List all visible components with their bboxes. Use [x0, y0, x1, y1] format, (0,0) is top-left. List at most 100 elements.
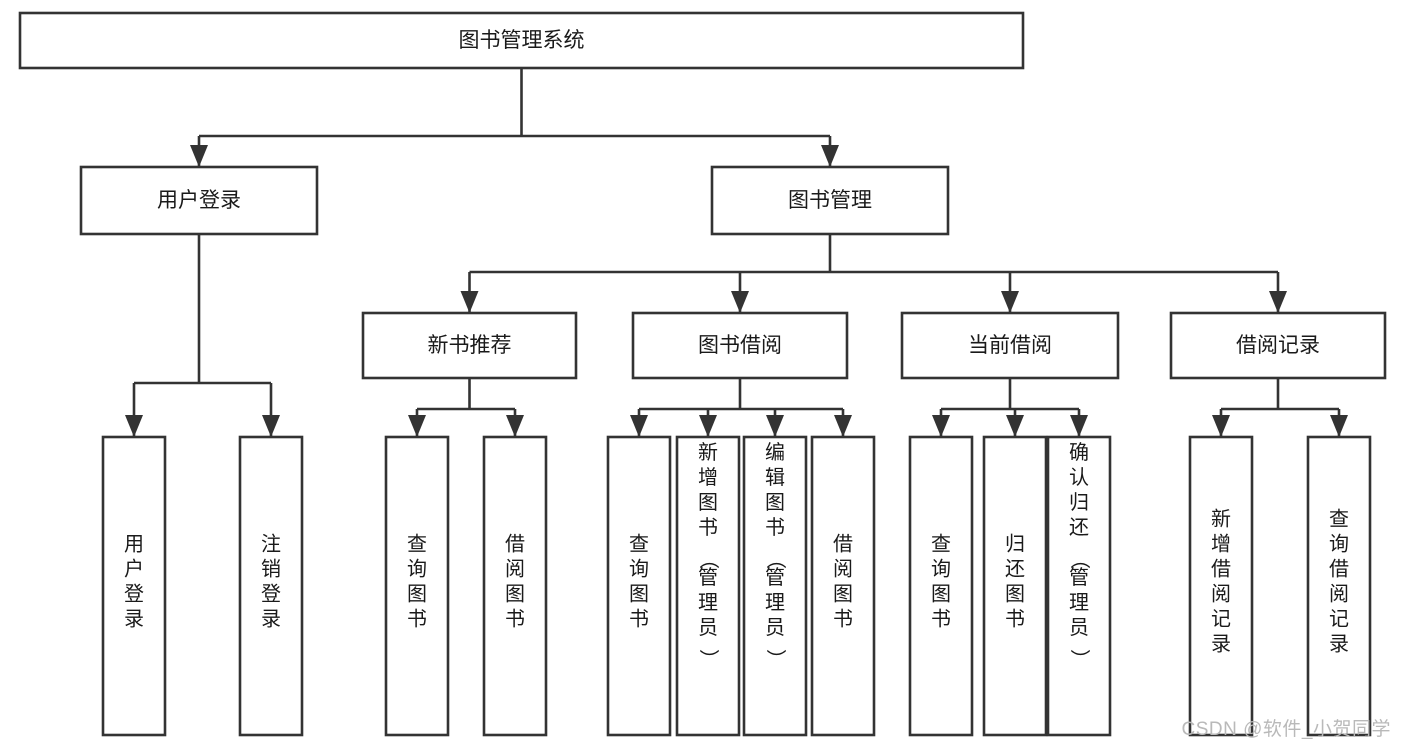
node-label-char: 书	[505, 608, 525, 631]
arrow-head-icon	[821, 145, 839, 167]
node-label-char: 管	[765, 566, 785, 589]
node-label-char: 编	[765, 441, 785, 464]
node-label-char: 书	[407, 608, 427, 631]
arrow-head-icon	[460, 291, 479, 313]
node-label-char: 记	[1329, 608, 1349, 631]
node-label-char: 图	[931, 584, 951, 606]
node-l3-当前借阅[interactable]: 当前借阅	[900, 311, 1120, 380]
node-label-char: 图	[1005, 584, 1025, 606]
node-label-char: 借	[505, 533, 525, 556]
node-box	[742, 435, 808, 737]
node-label: 图书借阅	[698, 334, 782, 357]
node-label-char: 询	[629, 558, 649, 581]
node-layer: 图书管理系统用户登录图书管理新书推荐图书借阅当前借阅借阅记录用户登录注销登录查询…	[18, 11, 1387, 737]
node-box	[238, 435, 304, 737]
node-label-char: ）	[1068, 649, 1091, 669]
node-l3-借阅记录[interactable]: 借阅记录	[1169, 311, 1387, 380]
node-label-char: 图	[629, 584, 649, 606]
node-label-char: 图	[765, 492, 785, 514]
arrow-head-icon	[834, 415, 852, 437]
node-label: 用户登录	[157, 189, 241, 212]
node-label-char: 书	[765, 516, 785, 539]
node-label-char: 查	[407, 533, 427, 556]
node-l3-新书推荐[interactable]: 新书推荐	[361, 311, 578, 380]
node-label: 新书推荐	[428, 334, 512, 357]
node-l3-图书借阅[interactable]: 图书借阅	[631, 311, 849, 380]
node-label-char: 书	[698, 516, 718, 539]
arrow-head-icon	[1330, 415, 1348, 437]
node-label-char: 图	[505, 584, 525, 606]
node-leaf-用户登录[interactable]: 用户登录	[101, 435, 167, 737]
connector-layer	[125, 68, 1348, 437]
node-label: 图书管理	[788, 189, 872, 212]
node-label-char: 借	[1329, 558, 1349, 581]
arrow-head-icon	[262, 415, 280, 437]
node-label-char: 查	[931, 533, 951, 556]
node-l2-用户登录[interactable]: 用户登录	[79, 165, 319, 236]
node-label-char: 新	[698, 441, 718, 464]
node-label-char: 询	[1329, 533, 1349, 556]
node-label-char: 管	[698, 566, 718, 589]
arrow-head-icon	[506, 415, 524, 437]
node-box	[1046, 435, 1112, 737]
node-box	[631, 311, 849, 380]
node-label-char: 记	[1211, 608, 1231, 631]
arrow-head-icon	[190, 145, 208, 167]
node-label-char: 图	[698, 492, 718, 514]
node-label-char: 询	[407, 558, 427, 581]
arrow-head-icon	[630, 415, 648, 437]
node-label-char: 登	[124, 583, 144, 606]
node-label-char: 注	[261, 533, 281, 556]
node-label-char: 询	[931, 558, 951, 581]
node-box	[79, 165, 319, 236]
node-label-char: 查	[1329, 508, 1349, 531]
node-label-char: 借	[1211, 558, 1231, 581]
arrow-head-icon	[731, 291, 749, 313]
arrow-head-icon	[1070, 415, 1088, 437]
node-label-char: 员	[1069, 617, 1089, 639]
node-label: 图书管理系统	[459, 29, 585, 52]
node-label: 当前借阅	[968, 334, 1052, 357]
node-box	[982, 435, 1048, 737]
node-label-char: 借	[833, 533, 853, 556]
node-label-char: 新	[1211, 508, 1231, 531]
node-label-char: 录	[124, 609, 144, 631]
arrow-head-icon	[699, 415, 717, 437]
node-label-char: 书	[629, 608, 649, 631]
node-box	[384, 435, 450, 737]
arrow-head-icon	[932, 415, 950, 437]
arrow-head-icon	[408, 415, 426, 437]
node-label-char: 阅	[1329, 583, 1349, 606]
node-root-图书管理系统[interactable]: 图书管理系统	[18, 11, 1025, 70]
node-label-char: 阅	[833, 558, 853, 581]
node-label-char: 理	[765, 592, 785, 614]
node-label-char: 归	[1005, 533, 1025, 556]
node-label-char: 员	[698, 617, 718, 639]
node-label-char: ）	[697, 649, 720, 669]
node-label-char: 还	[1005, 558, 1025, 581]
node-label-char: 辑	[765, 466, 785, 489]
node-label-char: 图	[407, 584, 427, 606]
node-label-char: 销	[261, 558, 281, 581]
node-box	[810, 435, 876, 737]
node-label-char: （	[764, 549, 787, 569]
node-label-char: 录	[1211, 634, 1231, 656]
node-box	[1306, 435, 1372, 737]
arrow-head-icon	[1006, 415, 1024, 437]
node-l2-图书管理[interactable]: 图书管理	[710, 165, 950, 236]
node-label-char: 图	[833, 584, 853, 606]
